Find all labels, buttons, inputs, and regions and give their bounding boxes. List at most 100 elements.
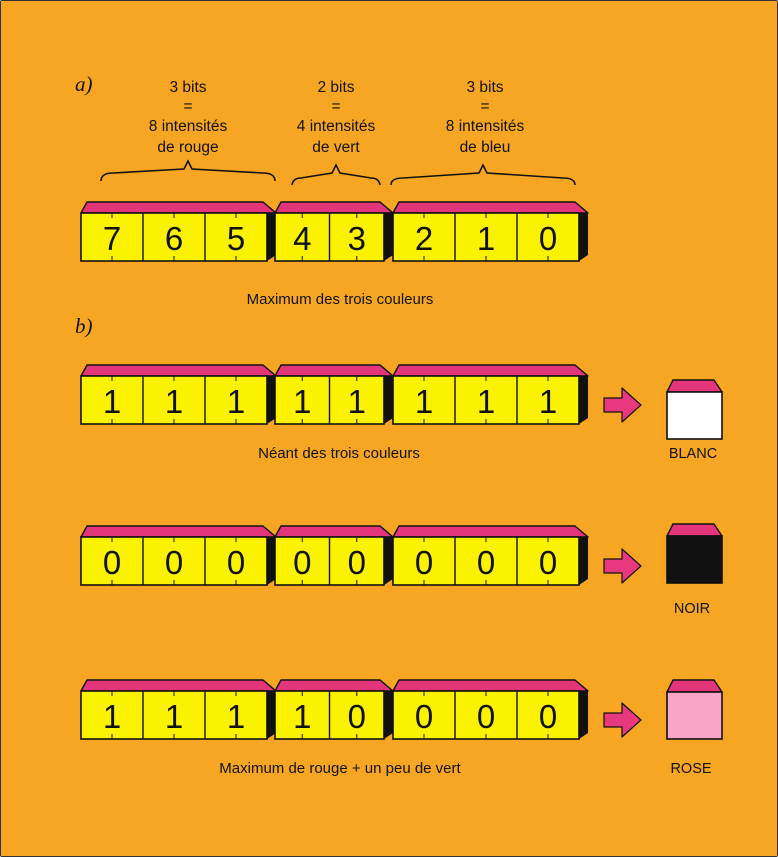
block-top — [275, 680, 393, 691]
black-result-label: NOIR — [674, 601, 710, 617]
bit-digit: 0 — [293, 544, 311, 581]
block-side — [384, 536, 393, 585]
block-top — [393, 680, 588, 691]
bit-digit: 0 — [348, 698, 366, 735]
bit-digit: 5 — [227, 220, 245, 257]
bit-block: 43 — [275, 202, 393, 261]
bit-digit: 0 — [539, 220, 557, 257]
group-blue-bits: 3 bits — [466, 79, 503, 96]
block-top — [393, 526, 588, 537]
pink-row-caption: Maximum de rouge + un peu de vert — [219, 760, 461, 777]
block-top — [81, 365, 276, 376]
block-side — [384, 690, 393, 739]
bit-digit: 0 — [539, 544, 557, 581]
bit-block: 0 0 0 — [393, 680, 588, 739]
block-top — [393, 365, 588, 376]
group-blue-intensities: 8 intensités — [446, 118, 525, 135]
bit-digit: 1 — [293, 698, 311, 735]
black-square-icon — [667, 524, 722, 583]
group-green-bits: 2 bits — [317, 79, 354, 96]
block-side — [579, 375, 588, 424]
bit-digit: 0 — [165, 544, 183, 581]
block-top — [275, 526, 393, 537]
block-top — [81, 526, 276, 537]
bit-digit: 3 — [348, 220, 366, 257]
section-a-marker: a) — [75, 72, 93, 96]
group-green-color: de vert — [312, 139, 360, 156]
block-top — [81, 202, 276, 213]
group-red-color: de rouge — [157, 139, 218, 156]
bit-digit: 1 — [348, 383, 366, 420]
bit-digit: 0 — [477, 544, 495, 581]
bit-digit: 1 — [103, 698, 121, 735]
block-side — [384, 212, 393, 261]
bit-digit: 1 — [477, 220, 495, 257]
register-a-caption: Maximum des trois couleurs — [247, 291, 434, 308]
group-blue-equals: = — [480, 98, 489, 115]
bit-digit: 1 — [477, 383, 495, 420]
bit-block: 1 1 1 — [81, 365, 276, 424]
white-square-icon — [667, 380, 722, 439]
white-row-caption: Néant des trois couleurs — [258, 445, 420, 462]
group-red-intensities: 8 intensités — [149, 118, 228, 135]
chip-top — [667, 524, 722, 536]
chip-face — [667, 536, 722, 583]
block-side — [579, 536, 588, 585]
group-red-bits: 3 bits — [169, 79, 206, 96]
bit-digit: 0 — [415, 544, 433, 581]
group-green-intensities: 4 intensités — [297, 118, 376, 135]
chip-face — [667, 392, 722, 439]
block-side — [384, 375, 393, 424]
bit-digit: 0 — [415, 698, 433, 735]
group-green-equals: = — [331, 98, 340, 115]
bit-digit: 1 — [539, 383, 557, 420]
pink-result-label: ROSE — [670, 761, 711, 777]
bit-digit: 7 — [103, 220, 121, 257]
bit-digit: 0 — [477, 698, 495, 735]
bit-block: 1 1 1 — [81, 680, 276, 739]
bit-digit: 1 — [165, 383, 183, 420]
chip-face — [667, 692, 722, 739]
block-side — [579, 690, 588, 739]
block-top — [275, 202, 393, 213]
section-b-marker: b) — [75, 314, 93, 338]
bit-digit: 1 — [103, 383, 121, 420]
chip-top — [667, 380, 722, 392]
bit-digit: 1 — [415, 383, 433, 420]
block-top — [275, 365, 393, 376]
block-top — [81, 680, 276, 691]
bit-digit: 1 — [227, 698, 245, 735]
bit-block: 0 0 0 — [393, 526, 588, 585]
bit-digit: 1 — [165, 698, 183, 735]
bit-digit: 0 — [227, 544, 245, 581]
bit-digit: 1 — [293, 383, 311, 420]
chip-top — [667, 680, 722, 692]
bit-block: 2 1 0 — [393, 202, 588, 261]
block-side — [579, 212, 588, 261]
pink-square-icon — [667, 680, 722, 739]
group-blue-color: de bleu — [460, 139, 511, 156]
bit-block: 0 0 0 — [81, 526, 276, 585]
block-top — [393, 202, 588, 213]
bit-digit: 4 — [293, 220, 311, 257]
bit-digit: 0 — [103, 544, 121, 581]
bit-digit: 0 — [348, 544, 366, 581]
bit-block: 1 1 1 — [393, 365, 588, 424]
bit-digit: 6 — [165, 220, 183, 257]
bit-digit: 0 — [539, 698, 557, 735]
bit-digit: 2 — [415, 220, 433, 257]
group-red-equals: = — [183, 98, 192, 115]
bit-digit: 1 — [227, 383, 245, 420]
white-result-label: BLANC — [669, 446, 717, 462]
bit-block: 7 6 5 — [81, 202, 276, 261]
